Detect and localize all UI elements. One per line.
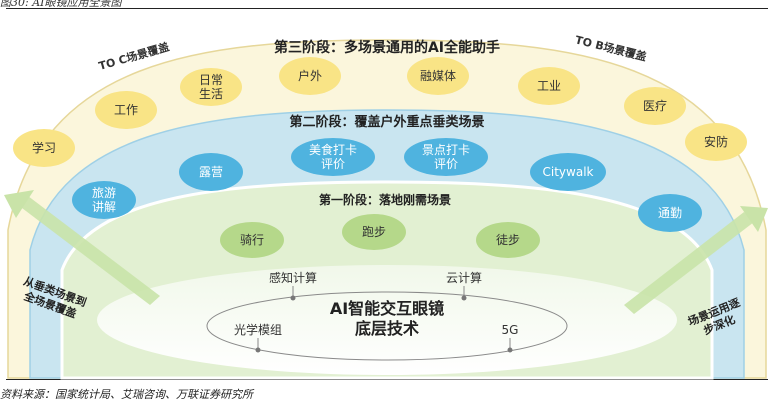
stage1-item: 骑行 xyxy=(220,222,284,258)
stage2-item-shape xyxy=(404,138,488,176)
core-tech-pin xyxy=(461,295,467,301)
stage3-item: 医疗 xyxy=(624,87,686,125)
stage1-item-shape xyxy=(476,222,540,258)
stage3-item: 学习 xyxy=(13,129,75,167)
stage3-item-label: 学习 xyxy=(32,140,56,155)
stage1-item-shape xyxy=(342,214,406,250)
stage2-item-label: 美食打卡评价 xyxy=(309,142,357,171)
core-tech-label: 云计算 xyxy=(446,270,482,285)
source-note: 资料来源：国家统计局、艾瑞咨询、万联证券研究所 xyxy=(0,388,253,401)
core-tech-pin xyxy=(507,347,513,353)
stage3-item-shape xyxy=(279,57,341,95)
core-title: AI智能交互眼镜底层技术 xyxy=(330,299,444,338)
stage2-item: 通勤 xyxy=(638,194,702,232)
stage2-item: 旅游讲解 xyxy=(72,181,136,219)
core-tech-pin xyxy=(290,295,296,301)
stage3-item-shape xyxy=(407,57,469,95)
stage3-item: 工业 xyxy=(518,67,580,105)
right-arrow xyxy=(624,206,768,314)
stage3-item-shape xyxy=(624,87,686,125)
core-tech-pin xyxy=(255,347,261,353)
stage1-item-label: 跑步 xyxy=(362,225,386,239)
stage3-item-shape xyxy=(518,67,580,105)
stage2-items: 旅游讲解 露营 美食打卡评价 景点打卡评价 Citywalk 通勤 xyxy=(72,138,702,232)
stage2-item: 露营 xyxy=(179,153,243,191)
stage3-item: 工作 xyxy=(95,91,157,129)
stage2-item-shape xyxy=(530,153,606,191)
stage2-item-label: Citywalk xyxy=(543,165,594,179)
core-tech-item: 光学模组 xyxy=(234,322,282,353)
stage3-item: 融媒体 xyxy=(407,57,469,95)
stage2-item-label: 景点打卡评价 xyxy=(422,143,470,171)
stage2-title: 第二阶段：覆盖户外重点垂类场景 xyxy=(289,114,484,130)
core-tech-label: 5G xyxy=(502,323,519,337)
stage2-item-label: 通勤 xyxy=(658,206,682,220)
stage3-item-label: 医疗 xyxy=(643,99,667,113)
stage2-item-label: 旅游讲解 xyxy=(92,186,116,214)
stage2-item-shape xyxy=(638,194,702,232)
stage3-title: 第三阶段：多场景通用的AI全能助手 xyxy=(274,39,500,56)
core-tech-item: 5G xyxy=(502,323,519,353)
core-tech-area xyxy=(97,265,677,375)
stage1-item: 跑步 xyxy=(342,214,406,250)
core-tech-item: 感知计算 xyxy=(269,270,317,301)
core-tech-label: 感知计算 xyxy=(269,270,317,285)
core-tech-label: 光学模组 xyxy=(234,322,282,337)
stage3-item-shape xyxy=(95,91,157,129)
stage3-item-label: 融媒体 xyxy=(420,69,456,83)
stage1-item-shape xyxy=(220,222,284,258)
left-arrow xyxy=(4,190,160,305)
stage1-item: 徒步 xyxy=(476,222,540,258)
stage2-item: 景点打卡评价 xyxy=(404,138,488,176)
stage3-item: 日常生活 xyxy=(180,68,242,106)
stage3-item-label: 日常生活 xyxy=(199,73,223,101)
figure-caption: 图30: AI眼镜应用全景图 xyxy=(0,0,122,9)
core-inner-ring xyxy=(206,291,568,361)
stage3-item-shape xyxy=(13,129,75,167)
stage2-item-shape xyxy=(179,153,243,191)
stage3-item: 户外 xyxy=(279,57,341,95)
stage2-item-shape xyxy=(72,181,136,219)
stage3-item-label: 户外 xyxy=(298,68,322,83)
stage3-item-shape xyxy=(180,68,242,106)
stage1-item-label: 骑行 xyxy=(240,233,264,247)
stage1-title: 第一阶段：落地刚需场景 xyxy=(319,192,451,207)
stage3-item: 安防 xyxy=(685,123,747,161)
stage3-item-shape xyxy=(685,123,747,161)
stage2-item: Citywalk xyxy=(530,153,606,191)
stage1-item-label: 徒步 xyxy=(496,233,520,247)
core-tech-item: 云计算 xyxy=(446,270,482,301)
stage3-item-label: 安防 xyxy=(704,134,728,149)
stage2-item-label: 露营 xyxy=(199,165,223,179)
stage2-item: 美食打卡评价 xyxy=(291,138,375,176)
stage2-item-shape xyxy=(291,138,375,176)
stage3-item-label: 工作 xyxy=(114,103,138,117)
stage3-item-label: 工业 xyxy=(537,79,561,93)
